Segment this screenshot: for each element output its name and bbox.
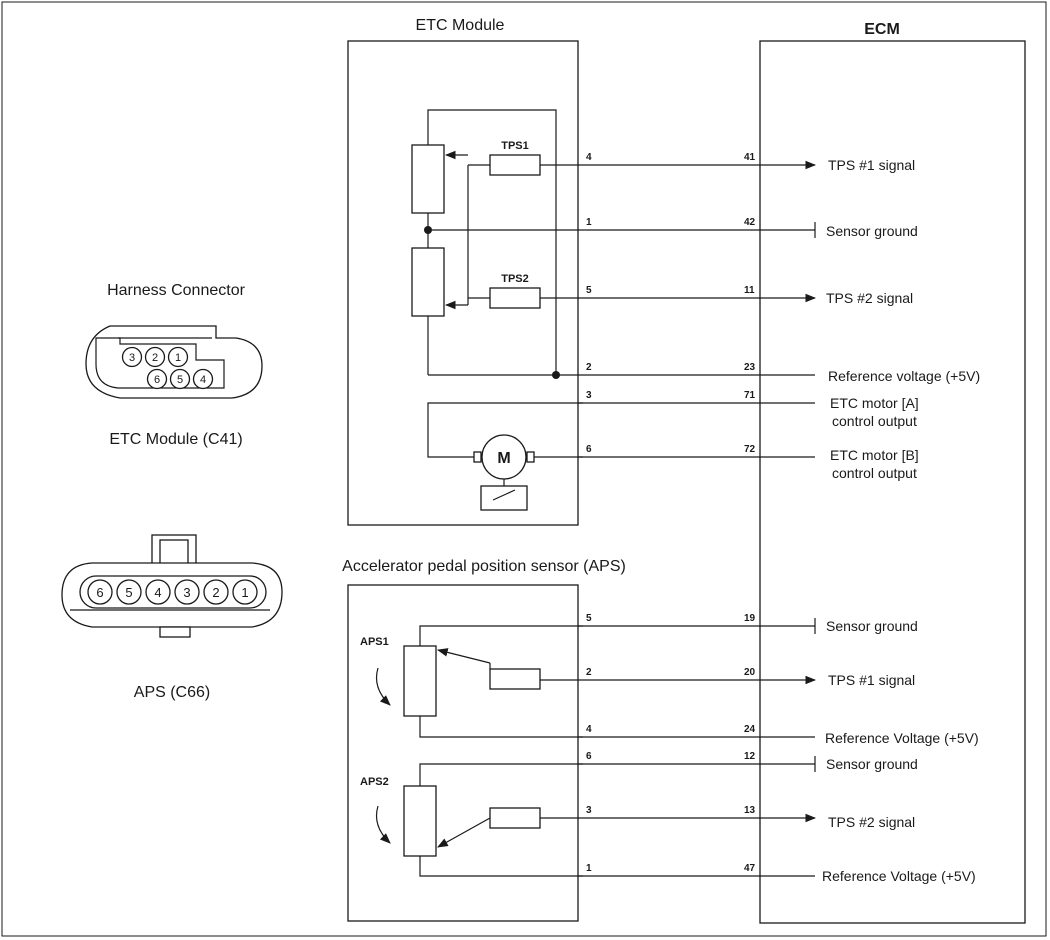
etc-circuit-tps2-signal: 5 11 TPS #2 signal — [540, 285, 913, 306]
etc-module-box — [347, 40, 579, 526]
ecm-pin-label: 19 — [744, 613, 756, 624]
aps-circuit-reference-voltage-2: 1 47 Reference Voltage (+5V) — [578, 863, 976, 884]
module-pin-label: 5 — [586, 613, 592, 624]
signal-label: TPS #2 signal — [828, 814, 915, 830]
aps1-resistor — [403, 645, 437, 717]
aps-circuit-sensor-ground-1: 5 19 Sensor ground — [578, 613, 918, 634]
aps-internal-circuit — [375, 625, 583, 877]
etc-circuit-motor-b: 6 72 ETC motor [B] control output — [578, 444, 919, 481]
module-pin-label: 1 — [586, 217, 592, 228]
throttle-plate — [480, 485, 528, 511]
aps1-label: APS1 — [360, 636, 389, 648]
ecm-pin-label: 24 — [744, 724, 756, 735]
aps2-label: APS2 — [360, 776, 389, 788]
ecm-pin-label: 41 — [744, 152, 756, 163]
etc-circuit-reference-voltage: 2 23 Reference voltage (+5V) — [428, 362, 980, 384]
module-pin-label: 4 — [586, 152, 592, 163]
signal-label: TPS #1 signal — [828, 672, 915, 688]
harness-connector-title: Harness Connector — [107, 282, 246, 299]
motor-terminal — [473, 451, 482, 463]
ecm-pin-label: 13 — [744, 805, 756, 816]
signal-label: Sensor ground — [826, 618, 918, 634]
aps-connector-caption: APS (C66) — [134, 684, 210, 701]
etc-circuit-sensor-ground: 1 42 Sensor ground — [428, 217, 918, 239]
ecm-box — [759, 40, 1026, 924]
aps-circuit-reference-voltage-1: 4 24 Reference Voltage (+5V) — [578, 724, 979, 746]
pin-6: 6 — [154, 374, 160, 386]
tps1-resistor — [411, 144, 445, 214]
etc-circuit-tps1-signal: 4 41 TPS #1 signal — [540, 152, 915, 173]
motor-label: M — [497, 450, 510, 467]
signal-label-line2: control output — [832, 465, 917, 481]
ecm-pin-label: 12 — [744, 751, 756, 762]
module-pin-label: 2 — [586, 362, 592, 373]
pin-5: 5 — [125, 585, 132, 600]
ecm-pin-label: 23 — [744, 362, 756, 373]
tps1-label: TPS1 — [501, 140, 529, 152]
module-pin-label: 1 — [586, 863, 592, 874]
module-pin-label: 6 — [586, 444, 592, 455]
tps2-sensor-box — [489, 287, 541, 309]
ecm-pin-label: 71 — [744, 390, 756, 401]
pin-2: 2 — [212, 585, 219, 600]
pin-1: 1 — [241, 585, 248, 600]
signal-label: Reference voltage (+5V) — [828, 368, 980, 384]
pin-3: 3 — [129, 352, 135, 364]
signal-label: Sensor ground — [826, 756, 918, 772]
pin-4: 4 — [154, 585, 161, 600]
ecm-pin-label: 47 — [744, 863, 756, 874]
ecm-pin-label: 11 — [744, 285, 755, 296]
aps2-resistor — [403, 785, 437, 857]
etc-connector-caption: ETC Module (C41) — [109, 431, 242, 448]
etc-circuit-motor-a: 3 71 ETC motor [A] control output — [578, 390, 919, 429]
pin-2: 2 — [152, 352, 158, 364]
aps-connector-c66: 6 5 4 3 2 1 — [61, 534, 283, 638]
module-pin-label: 6 — [586, 751, 592, 762]
module-pin-label: 2 — [586, 667, 592, 678]
module-pin-label: 5 — [586, 285, 592, 296]
signal-label: Reference Voltage (+5V) — [825, 730, 979, 746]
aps2-sensor-box — [489, 807, 541, 829]
pin-6: 6 — [96, 585, 103, 600]
signal-label: Sensor ground — [826, 223, 918, 239]
aps-module-box — [347, 584, 579, 922]
pin-1: 1 — [175, 352, 181, 364]
pin-4: 4 — [200, 374, 206, 386]
signal-label-line2: control output — [832, 413, 917, 429]
module-pin-label: 3 — [586, 805, 592, 816]
tps2-resistor — [411, 247, 445, 317]
ecm-title: ECM — [864, 21, 900, 38]
signal-label: Reference Voltage (+5V) — [822, 868, 976, 884]
signal-label: ETC motor [B] — [830, 447, 919, 463]
signal-label: TPS #2 signal — [826, 290, 913, 306]
module-pin-label: 3 — [586, 390, 592, 401]
aps-circuit-tps2-signal: 3 13 TPS #2 signal — [540, 805, 915, 830]
etc-internal-circuit — [411, 109, 583, 511]
aps-module-title: Accelerator pedal position sensor (APS) — [342, 558, 626, 575]
aps-circuit-tps1-signal: 2 20 TPS #1 signal — [540, 667, 915, 688]
motor-terminal — [526, 451, 535, 463]
pin-3: 3 — [183, 585, 190, 600]
signal-label: ETC motor [A] — [830, 395, 919, 411]
etc-module-title: ETC Module — [416, 17, 505, 34]
pin-5: 5 — [177, 374, 183, 386]
ecm-pin-label: 20 — [744, 667, 756, 678]
signal-label: TPS #1 signal — [828, 157, 915, 173]
ecm-pin-label: 42 — [744, 217, 756, 228]
etc-connector-c41: 3 2 1 6 5 4 — [85, 325, 263, 399]
module-pin-label: 4 — [586, 724, 592, 735]
tps2-label: TPS2 — [501, 273, 529, 285]
aps-circuit-sensor-ground-2: 6 12 Sensor ground — [578, 751, 918, 772]
ecm-pin-label: 72 — [744, 444, 756, 455]
tps1-sensor-box — [489, 154, 541, 176]
aps1-sensor-box — [489, 668, 541, 690]
